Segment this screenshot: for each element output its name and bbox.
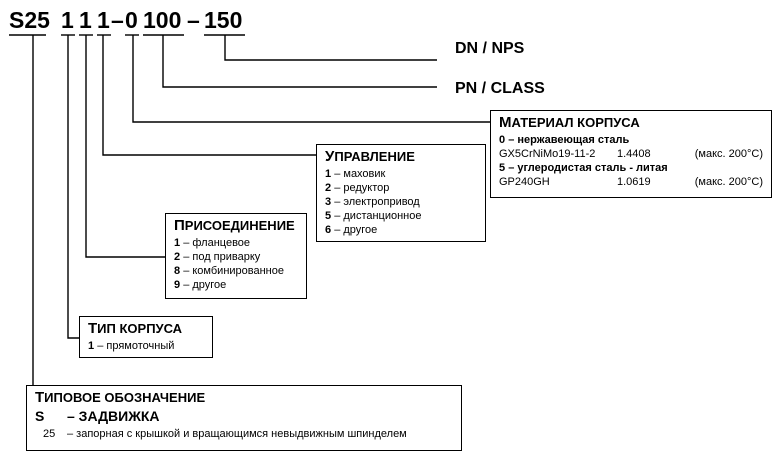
material-title: МАТЕРИАЛ КОРПУСА	[499, 114, 640, 131]
control-item: 5 – дистанционное	[325, 210, 422, 222]
leader-control	[102, 35, 316, 156]
leader-material	[132, 35, 490, 123]
code-connection-digit: 1	[97, 7, 110, 33]
material-row-0-heading: 0 – нержавеющая сталь	[499, 134, 630, 146]
code-dn-digits: 150	[204, 7, 243, 33]
material-row-1-heading: 5 – углеродистая сталь - литая	[499, 162, 668, 174]
leader-designation	[26, 35, 34, 401]
code-dash-2: –	[187, 7, 200, 33]
code-body-digit: 1	[61, 7, 74, 33]
code-s25: S25	[9, 7, 50, 33]
label-pn-class: PN / CLASS	[455, 80, 545, 97]
connection-item: 2 – под приварку	[174, 251, 261, 263]
body-type-item: 1 – прямоточный	[88, 340, 175, 352]
control-item: 1 – маховик	[325, 168, 386, 180]
control-item: 6 – другое	[325, 224, 378, 236]
leader-pn	[162, 35, 437, 88]
label-dn-nps: DN / NPS	[455, 40, 525, 57]
body-type-box: ТИП КОРПУСА 1 – прямоточный	[79, 316, 213, 358]
designation-s-row: S– ЗАДВИЖКА	[35, 408, 160, 424]
code-material-digit: 0	[125, 7, 138, 33]
leader-connection	[85, 35, 165, 258]
leader-dn	[224, 35, 437, 61]
designation-box: ТИПОВОЕ ОБОЗНАЧЕНИЕ S– ЗАДВИЖКА 25– запо…	[26, 385, 462, 451]
designation-25-row: 25– запорная с крышкой и вращающимся нев…	[43, 428, 407, 440]
control-item: 2 – редуктор	[325, 182, 390, 194]
material-box: МАТЕРИАЛ КОРПУСА 0 – нержавеющая сталь G…	[490, 110, 772, 198]
connection-title: ПРИСОЕДИНЕНИЕ	[174, 217, 295, 234]
material-row-1-spec: GP240GH 1.0619 (макс. 200°C)	[499, 176, 763, 188]
control-box: УПРАВЛЕНИЕ 1 – маховик 2 – редуктор 3 – …	[316, 144, 486, 242]
body-type-title: ТИП КОРПУСА	[88, 320, 183, 337]
code-dash-1: –	[111, 7, 124, 33]
connection-box: ПРИСОЕДИНЕНИЕ 1 – фланцевое 2 – под прив…	[165, 213, 307, 299]
material-row-0-spec: GX5CrNiMo19-11-2 1.4408 (макс. 200°C)	[499, 148, 763, 160]
connection-item: 9 – другое	[174, 279, 227, 291]
code-pn-digits: 100	[143, 7, 182, 33]
control-item: 3 – электропривод	[325, 196, 420, 208]
connection-item: 8 – комбинированное	[174, 265, 284, 277]
leader-body	[67, 35, 79, 339]
designation-title: ТИПОВОЕ ОБОЗНАЧЕНИЕ	[35, 389, 206, 406]
control-title: УПРАВЛЕНИЕ	[325, 148, 415, 165]
connection-item: 1 – фланцевое	[174, 237, 251, 249]
code-control-digit: 1	[79, 7, 92, 33]
